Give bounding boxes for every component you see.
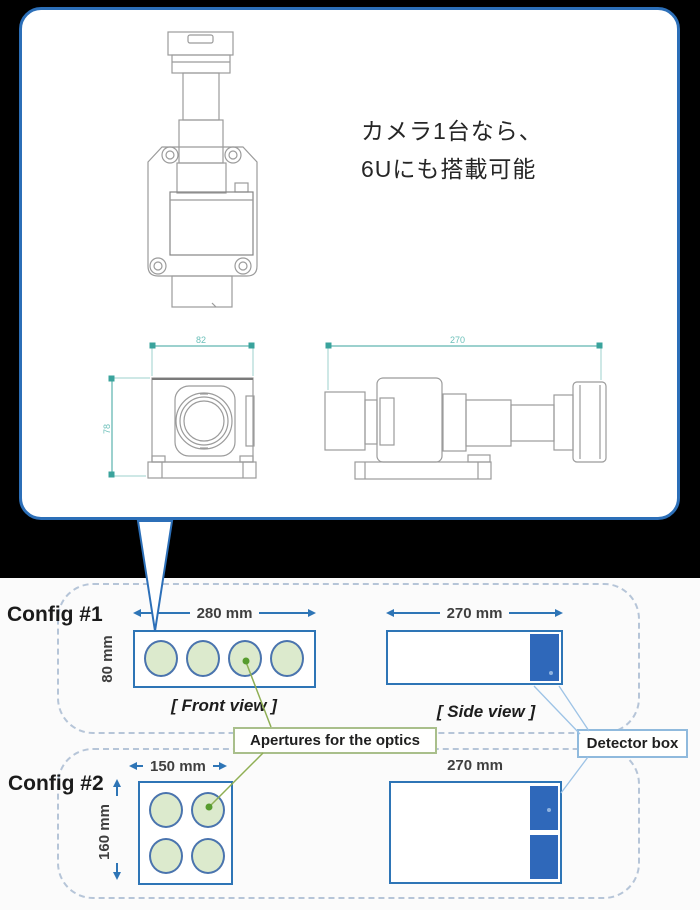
config1-side-view-rect (386, 630, 563, 685)
aperture-circle (149, 838, 183, 874)
config2-side-width-value: 270 mm (447, 757, 503, 774)
aperture-circle (270, 640, 304, 677)
arrow-down-icon (113, 872, 121, 880)
config2-label: Config #2 (8, 772, 104, 795)
apertures-callout-text: Apertures for the optics (249, 732, 421, 749)
note-line-1: カメラ1台なら、 (361, 118, 543, 144)
aperture-circle (228, 640, 262, 677)
arrow-right-icon (218, 762, 227, 770)
config1-front-width-dimension: 280 mm (133, 604, 316, 622)
aperture-circle (191, 792, 225, 828)
arrow-left-icon (133, 609, 141, 617)
arrow-left-icon (129, 762, 137, 770)
config2-side-view-rect (389, 781, 562, 884)
arrow-right-icon (555, 609, 563, 617)
config1-side-width-dimension: 270 mm (386, 604, 563, 622)
aperture-circle (191, 838, 225, 874)
japanese-note: カメラ1台なら、 6Uにも搭載可能 (361, 112, 543, 188)
note-line-2: 6Uにも搭載可能 (361, 156, 537, 182)
config1-front-height-label: 80 mm (99, 635, 116, 683)
config1-side-width-value: 270 mm (446, 604, 503, 622)
arrow-up-icon (113, 779, 121, 787)
apertures-callout-label: Apertures for the optics (233, 727, 437, 754)
detector-dot (549, 671, 553, 675)
config2-detector-box-top (530, 786, 558, 830)
detector-dot (547, 808, 551, 812)
config1-side-caption: [ Side view ] (436, 702, 536, 721)
config1-detector-box (530, 634, 559, 681)
config2-front-height-label: 160 mm (96, 804, 113, 860)
config2-detector-box-bottom (530, 835, 558, 879)
speech-bubble (19, 7, 680, 520)
arrow-left-icon (386, 609, 394, 617)
aperture-circle (186, 640, 220, 677)
detector-callout-label: Detector box (577, 729, 688, 758)
config2-front-width-value: 150 mm (150, 757, 206, 775)
config1-label: Config #1 (7, 603, 103, 626)
config2-front-width-dimension: 150 mm (129, 757, 235, 775)
arrow-right-icon (308, 609, 316, 617)
aperture-circle (149, 792, 183, 828)
aperture-circle (144, 640, 178, 677)
config1-front-caption: [ Front view ] (171, 696, 277, 715)
config1-front-width-value: 280 mm (196, 604, 253, 622)
detector-callout-text: Detector box (586, 735, 679, 752)
